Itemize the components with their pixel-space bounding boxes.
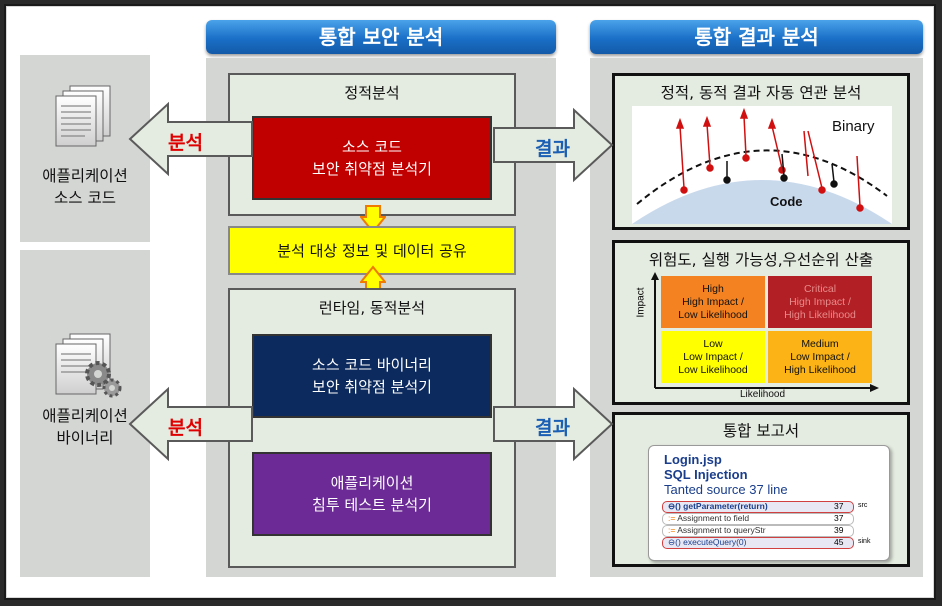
source-label-line2: 소스 코드 bbox=[54, 189, 116, 207]
trace-row-num: 37 bbox=[834, 501, 844, 511]
report-trace: ⊖() getParameter(return) 37 src := Assig… bbox=[662, 501, 882, 549]
static-tool-line1: 소스 코드 bbox=[342, 138, 402, 156]
report-tainted: Tanted source 37 line bbox=[664, 482, 788, 497]
source-label-line1: 애플리케이션 bbox=[42, 167, 128, 185]
binary-tool-line1: 소스 코드 바이너리 bbox=[312, 356, 432, 374]
trace-row-num: 39 bbox=[834, 525, 844, 535]
analysis-arrow-bottom bbox=[128, 386, 253, 462]
binary-text: Binary bbox=[832, 118, 875, 135]
correlation-chart: Binary Code bbox=[632, 106, 892, 224]
right-header: 통합 결과 분석 bbox=[590, 20, 923, 54]
risk-title: 위험도, 실행 가능성,우선순위 산출 bbox=[648, 251, 874, 269]
trace-row-tag: sink bbox=[858, 538, 871, 545]
trace-row-tag: src bbox=[858, 502, 868, 509]
static-tool-box: 소스 코드 보안 취약점 분석기 bbox=[252, 116, 492, 200]
analysis-label-top: 분석 bbox=[168, 132, 203, 154]
trace-row: := Assignment to queryStr 39 bbox=[662, 525, 882, 537]
trace-row-text: Assignment to field bbox=[677, 513, 750, 523]
cell-critical-line3: High Likelihood bbox=[784, 308, 856, 321]
binary-tool-line2: 보안 취약점 분석기 bbox=[312, 378, 432, 396]
report-vuln: SQL Injection bbox=[664, 467, 748, 482]
code-text: Code bbox=[770, 194, 803, 209]
likelihood-axis-label: Likelihood bbox=[740, 389, 786, 400]
trace-row: ⊖() getParameter(return) 37 src bbox=[662, 501, 882, 513]
binary-label-line1: 애플리케이션 bbox=[42, 407, 128, 425]
binary-label: 애플리케이션 바이너리 bbox=[20, 405, 150, 449]
result-label-bottom: 결과 bbox=[535, 417, 570, 439]
cell-critical-line1: Critical bbox=[803, 282, 837, 295]
risk-cell-high: High High Impact / Low Likelihood bbox=[661, 276, 765, 328]
report-title: 통합 보고서 bbox=[722, 422, 800, 440]
pentest-tool-line2: 침투 테스트 분석기 bbox=[312, 496, 432, 514]
result-arrow-top bbox=[493, 107, 614, 183]
trace-row-num: 37 bbox=[834, 513, 844, 523]
cell-high-line2: High Impact / bbox=[682, 295, 744, 308]
cell-high-line3: Low Likelihood bbox=[678, 308, 748, 321]
risk-cell-medium: Medium Low Impact / High Likelihood bbox=[768, 331, 872, 383]
cell-medium-line2: Low Impact / bbox=[790, 350, 850, 363]
cell-low-line3: Low Likelihood bbox=[678, 363, 748, 376]
cell-medium-line3: High Likelihood bbox=[784, 363, 856, 376]
binary-label-line2: 바이너리 bbox=[56, 429, 114, 447]
pentest-tool-box: 애플리케이션 침투 테스트 분석기 bbox=[252, 452, 492, 536]
impact-axis-label: Impact bbox=[636, 287, 647, 317]
document-stack-icon bbox=[55, 85, 111, 147]
static-tool-line2: 보안 취약점 분석기 bbox=[312, 160, 432, 178]
cell-low-line1: Low bbox=[703, 337, 723, 350]
result-arrow-bottom bbox=[493, 386, 614, 462]
down-arrow-icon bbox=[360, 205, 386, 234]
cell-high-line1: High bbox=[702, 282, 724, 295]
trace-row-text: executeQuery(0) bbox=[683, 537, 747, 547]
risk-cell-critical: Critical High Impact / High Likelihood bbox=[768, 276, 872, 328]
binary-gears-icon bbox=[55, 333, 122, 398]
cell-critical-line2: High Impact / bbox=[789, 295, 851, 308]
static-analysis-title: 정적분석 bbox=[344, 84, 400, 102]
pentest-tool-line1: 애플리케이션 bbox=[330, 474, 414, 492]
trace-row: ⊖() executeQuery(0) 45 sink bbox=[662, 537, 882, 549]
trace-row-num: 45 bbox=[834, 537, 844, 547]
report-header: Login.jsp SQL Injection Tanted source 37… bbox=[664, 452, 788, 497]
cell-low-line2: Low Impact / bbox=[683, 350, 743, 363]
analysis-arrow-top bbox=[128, 101, 253, 177]
correlation-title: 정적, 동적 결과 자동 연관 분석 bbox=[660, 84, 862, 102]
left-panel-binary bbox=[20, 250, 150, 577]
report-file: Login.jsp bbox=[664, 452, 722, 467]
risk-cell-low: Low Low Impact / Low Likelihood bbox=[661, 331, 765, 383]
dynamic-analysis-title: 런타임, 동적분석 bbox=[318, 299, 426, 317]
cell-medium-line1: Medium bbox=[801, 337, 839, 350]
risk-axes bbox=[651, 272, 879, 392]
trace-row-text: Assignment to queryStr bbox=[677, 525, 766, 535]
trace-row: := Assignment to field 37 bbox=[662, 513, 882, 525]
center-header: 통합 보안 분석 bbox=[206, 20, 556, 54]
binary-tool-box: 소스 코드 바이너리 보안 취약점 분석기 bbox=[252, 334, 492, 418]
analysis-label-bottom: 분석 bbox=[168, 417, 203, 439]
trace-row-text: getParameter(return) bbox=[683, 501, 768, 511]
result-label-top: 결과 bbox=[535, 138, 570, 160]
source-code-label: 애플리케이션 소스 코드 bbox=[20, 165, 150, 209]
